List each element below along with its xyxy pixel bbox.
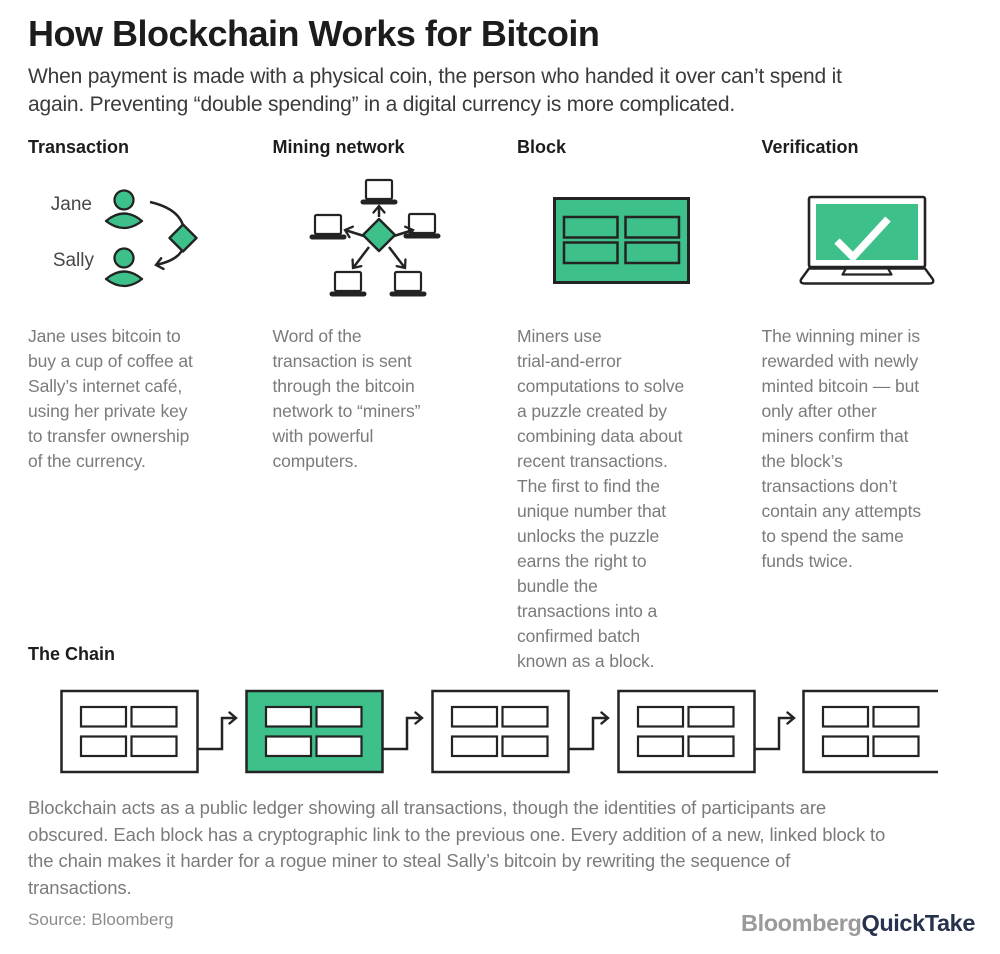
sally-label: Sally xyxy=(53,250,95,271)
transaction-slot xyxy=(624,215,681,239)
brand-logo-bloomberg: Bloomberg xyxy=(741,910,862,936)
mining-network-icon xyxy=(309,178,441,297)
column-verification: Verification The winning miner is reward… xyxy=(762,136,973,674)
chain-block xyxy=(802,689,938,774)
column-body: Miners use trial-and-error computations … xyxy=(517,326,685,671)
chain-body: Blockchain acts as a public ledger showi… xyxy=(28,797,886,898)
brand-logo-quicktake: QuickTake xyxy=(861,910,975,936)
column-heading: Verification xyxy=(761,137,859,157)
column-body: The winning miner is rewarded with newly… xyxy=(761,326,922,571)
footer: Source: Bloomberg BloombergQuickTake xyxy=(28,910,975,936)
chain-block xyxy=(60,689,199,774)
column-body: Word of the transaction is sent through … xyxy=(272,326,421,471)
chain-block-highlighted xyxy=(245,689,384,774)
broadcast-arrow xyxy=(393,225,415,239)
header: How Blockchain Works for Bitcoin When pa… xyxy=(28,14,978,119)
transaction-slot xyxy=(563,215,619,239)
transaction-icon-zone: Jane Sally xyxy=(28,162,239,320)
column-transaction: Transaction Jane Sally xyxy=(28,136,239,674)
chain-link-arrow xyxy=(197,711,238,751)
chain-link-arrow xyxy=(382,711,424,751)
brand-logo: BloombergQuickTake xyxy=(741,910,975,936)
broadcast-arrow xyxy=(343,225,365,239)
mining-icon-zone xyxy=(273,162,484,320)
column-heading: Block xyxy=(517,137,567,157)
column-block: Block Miners use trial-and-error computa… xyxy=(517,136,728,674)
value-diamond-icon xyxy=(168,223,198,253)
laptop-icon xyxy=(329,270,367,297)
jane-label: Jane xyxy=(51,194,92,215)
laptop-icon xyxy=(360,178,398,205)
transaction-slot xyxy=(563,241,619,265)
chain-link-arrow xyxy=(568,711,610,751)
transaction-slot xyxy=(624,241,681,265)
chain-block xyxy=(617,689,756,774)
chain-link-arrow xyxy=(754,711,796,751)
chain-diagram xyxy=(60,689,938,774)
laptop-icon xyxy=(309,213,347,240)
column-heading: Mining network xyxy=(272,137,405,157)
page-subtitle: When payment is made with a physical coi… xyxy=(28,65,842,116)
column-body: Jane uses bitcoin to buy a cup of coffee… xyxy=(28,326,193,471)
column-mining-network: Mining network xyxy=(273,136,484,674)
sally-person-icon xyxy=(105,247,144,288)
block-icon-zone xyxy=(517,162,728,320)
steps-row: Transaction Jane Sally xyxy=(28,136,972,674)
laptop-checkmark-icon xyxy=(799,195,935,285)
block-icon xyxy=(553,197,691,284)
page-title: How Blockchain Works for Bitcoin xyxy=(28,13,600,54)
chain-block xyxy=(431,689,570,774)
transaction-icon: Jane Sally xyxy=(51,189,198,288)
verification-icon-zone xyxy=(762,162,973,320)
laptop-icon xyxy=(403,212,441,239)
source-text: Source: Bloomberg xyxy=(28,910,174,929)
chain-heading: The Chain xyxy=(28,644,116,664)
column-heading: Transaction xyxy=(28,137,130,157)
broadcast-arrow xyxy=(351,246,370,270)
checkmark-icon xyxy=(834,215,891,262)
laptop-icon xyxy=(389,270,427,297)
value-diamond-icon xyxy=(361,217,396,253)
jane-person-icon xyxy=(105,189,144,230)
broadcast-arrow xyxy=(387,246,407,270)
